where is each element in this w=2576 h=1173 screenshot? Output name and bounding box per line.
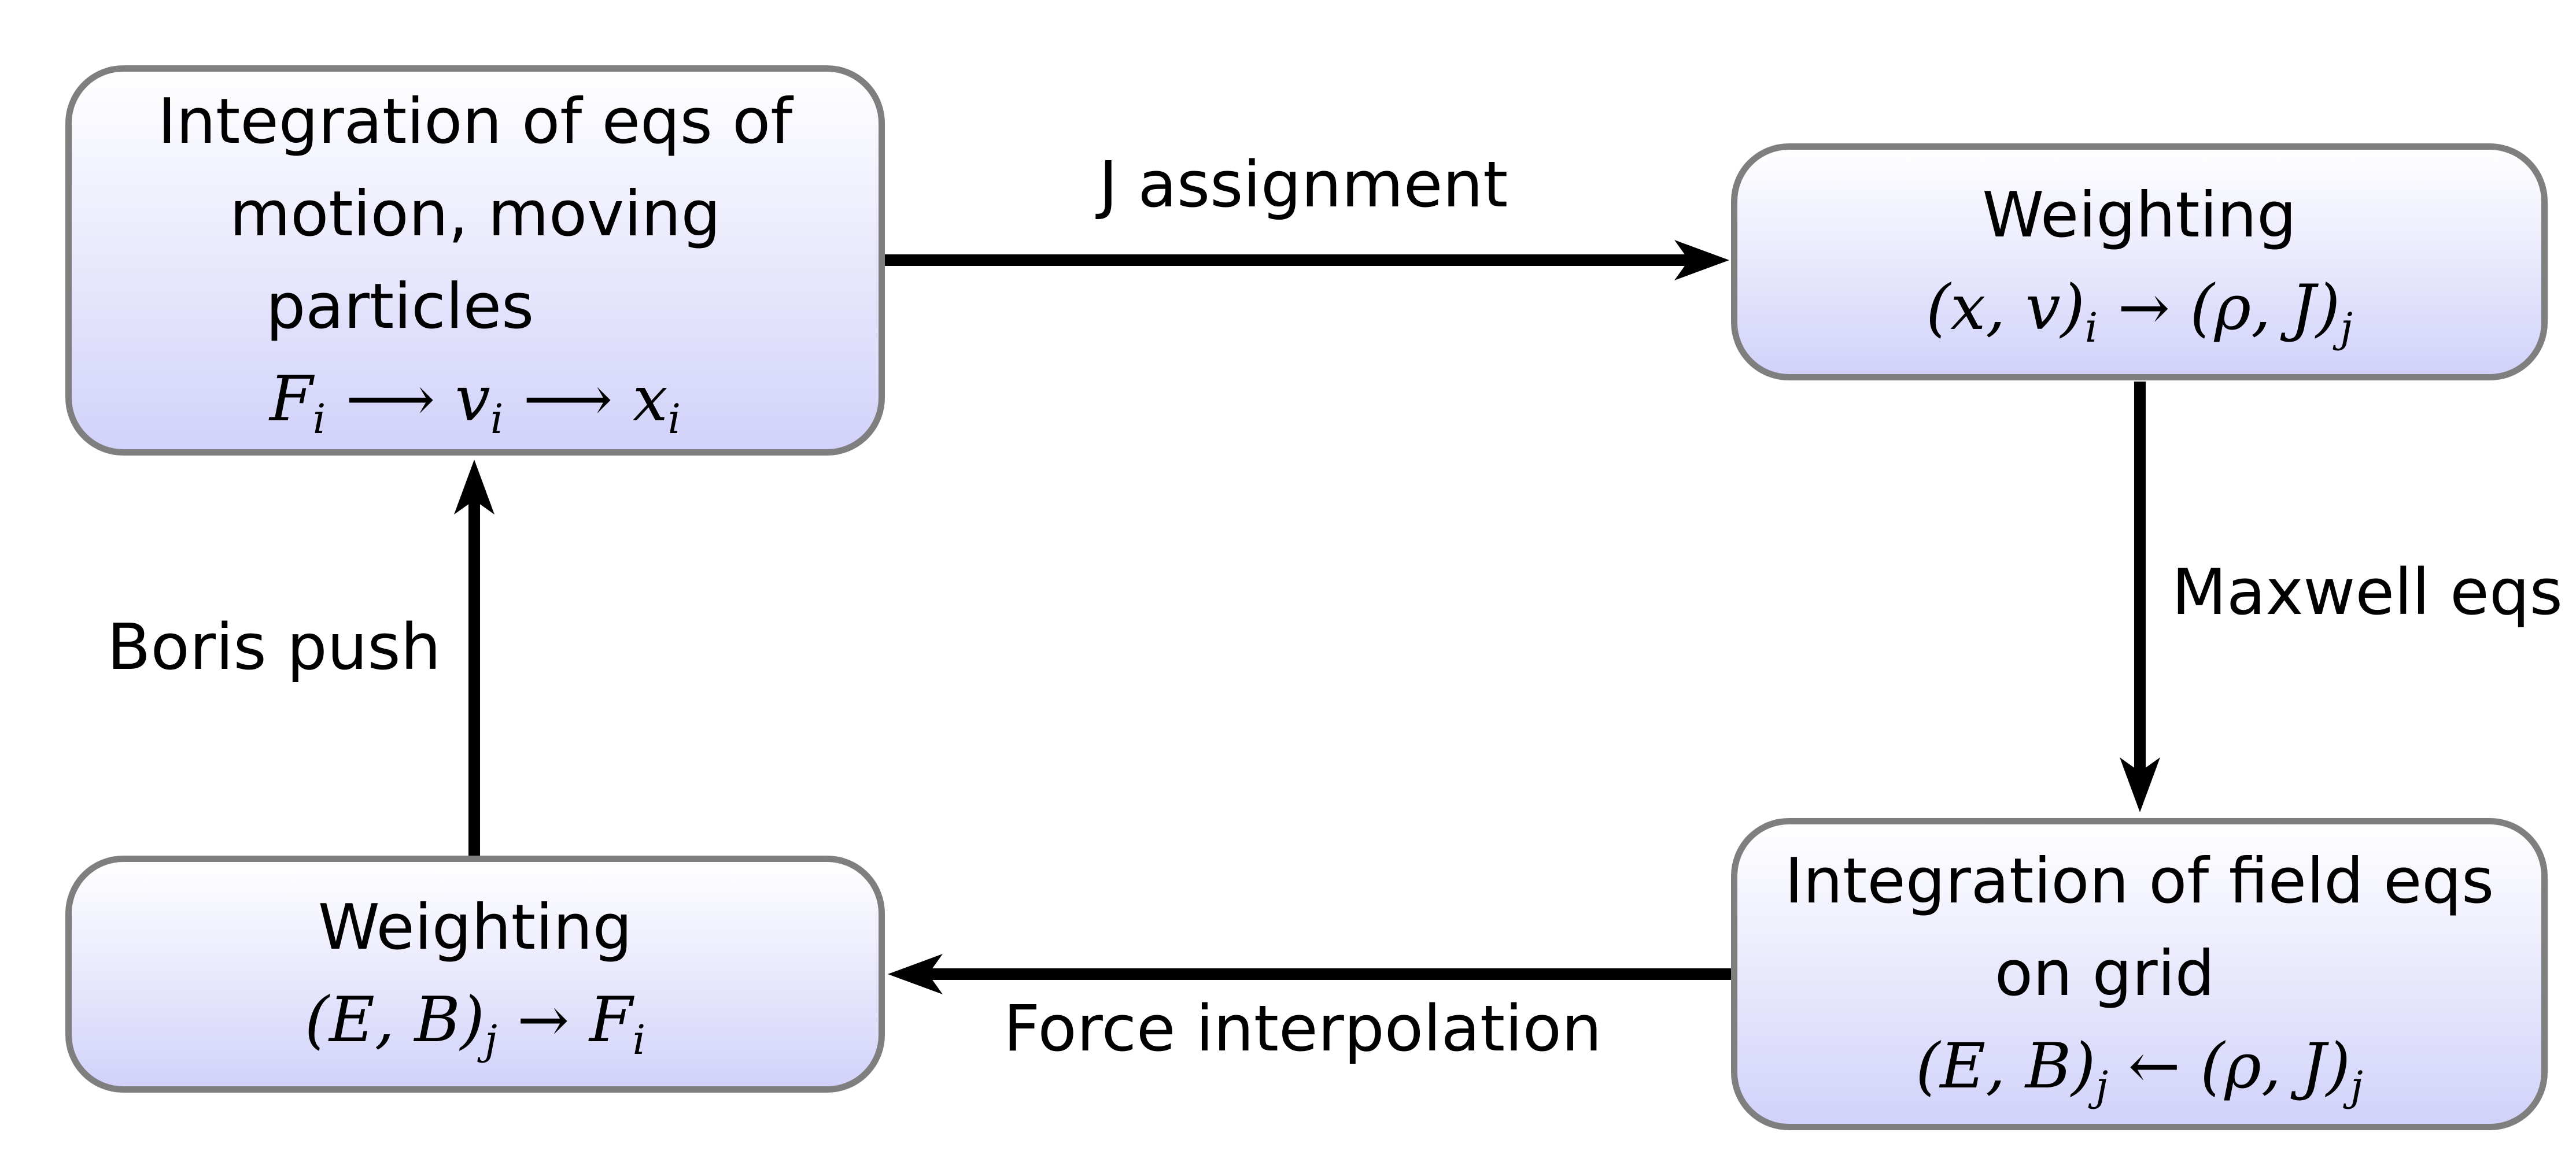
left-arrow: ← (2128, 1030, 2180, 1102)
node-line-1: Integration of eqs of (157, 85, 793, 158)
label-force-interpolation: Force interpolation (1003, 991, 1602, 1065)
node-title: Weighting (318, 891, 633, 964)
edge-boris-push (454, 460, 494, 856)
node-line-2: on grid (1994, 938, 2215, 1010)
var-f: F (269, 362, 313, 435)
sub-i: i (312, 395, 326, 443)
right-arrow: → (517, 984, 570, 1056)
node-line-3: particles (265, 270, 534, 343)
var-x: x (632, 362, 668, 435)
node-line-2: motion, moving (229, 177, 721, 250)
sub-j: j (2095, 1063, 2109, 1110)
math-rhs: F (589, 984, 633, 1056)
node-integration-motion: Integration of eqs of motion, moving par… (65, 65, 885, 456)
sub-j: j (2350, 1063, 2363, 1110)
sub-j: j (484, 1016, 497, 1064)
math-lhs: (E, B) (1916, 1030, 2096, 1102)
node-equation: Fi ⟶ vi ⟶ xi (270, 353, 681, 446)
edge-j-assignment (885, 240, 1729, 280)
edge-force-interpolation (888, 954, 1732, 994)
long-arrow: ⟶ (523, 362, 613, 435)
sub-i: i (632, 1016, 646, 1064)
node-weighting-force: Weighting (E, B)j → Fi (65, 856, 885, 1093)
label-j-assignment: J assignment (1099, 147, 1508, 221)
label-maxwell-eqs: Maxwell eqs (2172, 555, 2563, 629)
math-rhs: (ρ, J) (2190, 272, 2341, 344)
sub-i: i (667, 395, 681, 443)
var-v: v (455, 362, 490, 435)
node-title: Weighting (1982, 179, 2297, 251)
node-equation: (x, v)i → (ρ, J)j (1926, 262, 2353, 354)
node-equation: (E, B)j → Fi (305, 974, 645, 1067)
node-equation: (E, B)j ← (ρ, J)j (1916, 1020, 2363, 1113)
long-arrow: ⟶ (345, 362, 436, 435)
sub-i: i (2084, 304, 2098, 351)
sub-i: i (490, 395, 504, 443)
label-boris-push: Boris push (107, 610, 441, 684)
node-line-1: Integration of field eqs (1784, 845, 2494, 917)
node-weighting-charge: Weighting (x, v)i → (ρ, J)j (1731, 143, 2548, 380)
node-integration-field: Integration of field eqs on grid (E, B)j… (1731, 818, 2548, 1130)
edge-maxwell (2120, 382, 2160, 812)
math-rhs: (ρ, J) (2200, 1030, 2351, 1102)
sub-j: j (2340, 304, 2353, 351)
math-lhs: (E, B) (304, 984, 485, 1056)
right-arrow: → (2117, 272, 2171, 344)
math-lhs: (x, v) (1926, 272, 2085, 344)
